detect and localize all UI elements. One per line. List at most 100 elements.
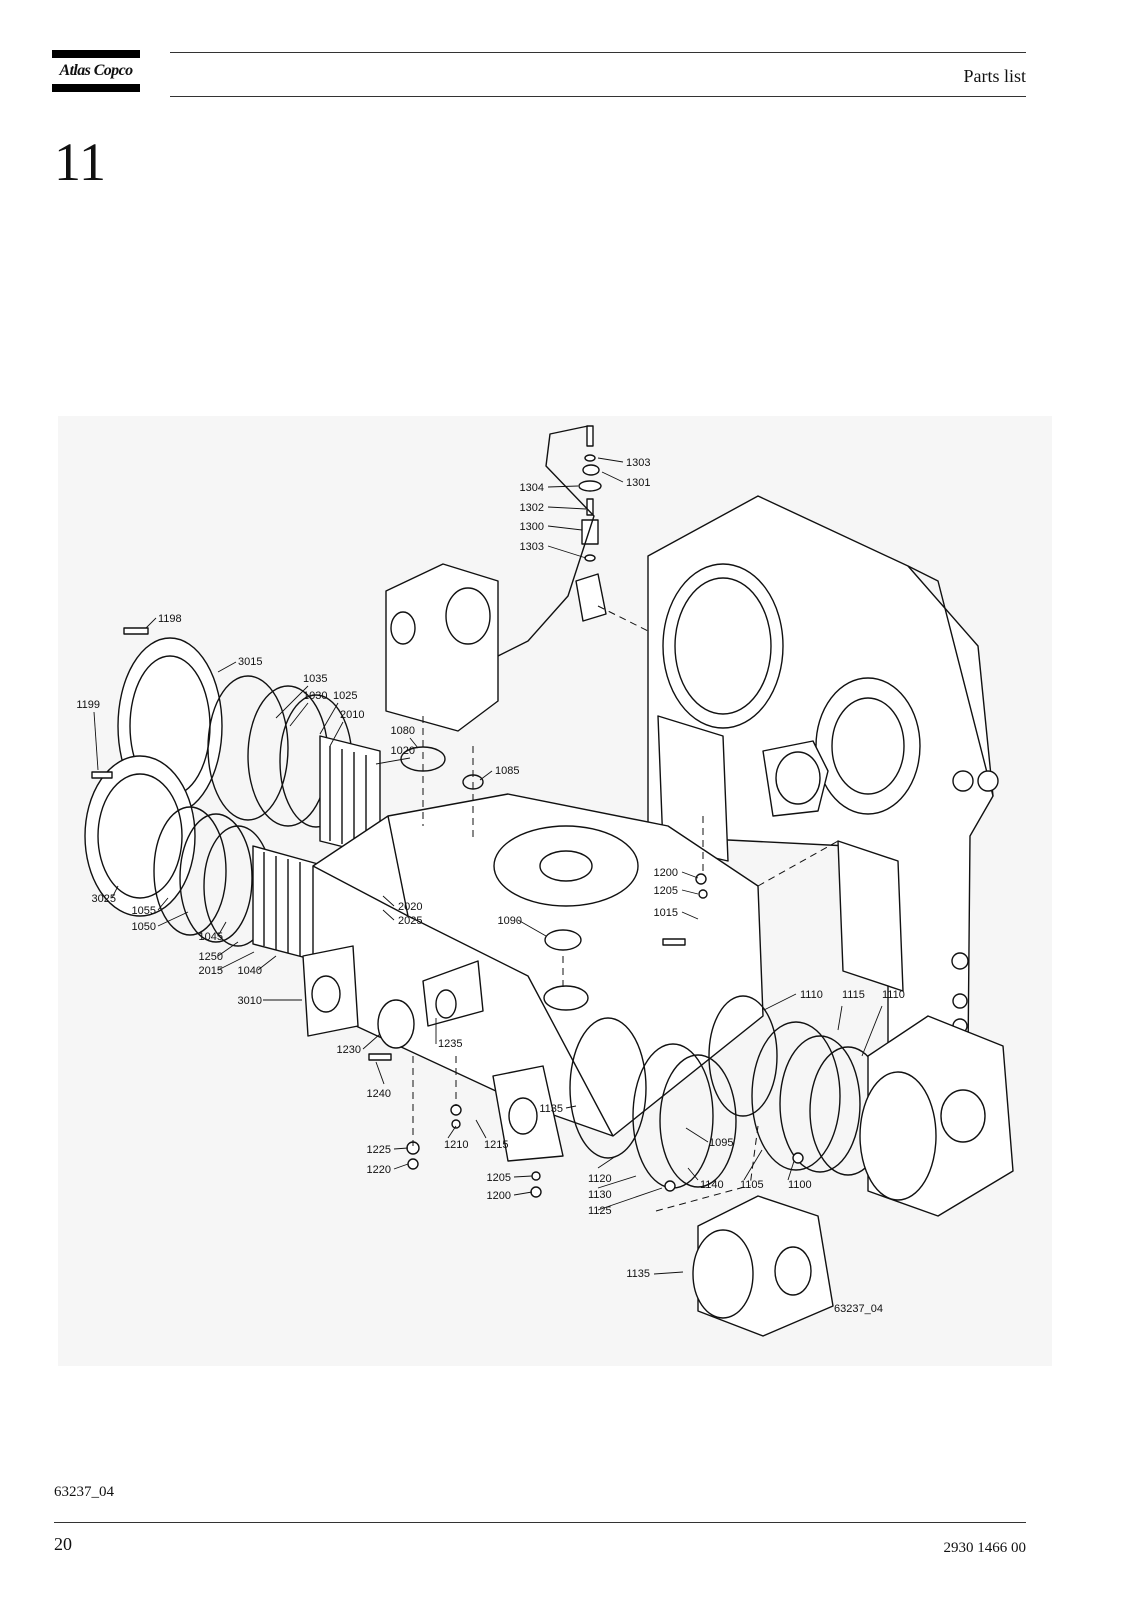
callout-leader-1205: [513, 1175, 533, 1178]
callout-1200: 1200: [487, 1190, 511, 1202]
callout-1095: 1095: [709, 1137, 733, 1149]
washer-1304: [578, 480, 602, 492]
callout-1230: 1230: [337, 1044, 361, 1056]
callout-1080: 1080: [391, 725, 415, 737]
callout-1250: 1250: [199, 951, 223, 963]
callout-leader-1110: [861, 1005, 883, 1057]
callout-leader-1055: [157, 897, 169, 911]
callout-leader-1230: [362, 1033, 381, 1050]
callout-leader-1198: [145, 617, 157, 629]
sensor-block: [575, 573, 607, 622]
logo-bar-bottom: [52, 84, 140, 92]
callout-1135: 1135: [539, 1103, 563, 1115]
callout-2020: 2020: [398, 901, 422, 913]
bolt-1199: [91, 771, 113, 779]
callout-leader-1210: [447, 1125, 457, 1139]
callout-1205: 1205: [487, 1172, 511, 1184]
callout-leader-1205: [681, 889, 699, 895]
fitting-1303: [586, 425, 594, 447]
header-rule-top: [170, 52, 1026, 53]
rotor-2015: [252, 845, 319, 962]
callout-1035: 1035: [303, 673, 327, 685]
callout-3015: 3015: [238, 656, 262, 668]
exploded-view-drawing: 1303130113041302130013031198301511991035…: [76, 425, 1014, 1337]
ring-1135-upper: [569, 1017, 647, 1159]
callout-leader-1135: [653, 1271, 684, 1275]
callout-1050: 1050: [132, 921, 156, 933]
callout-1125: 1125: [588, 1205, 612, 1217]
callout-leader-1303: [597, 457, 624, 463]
callout-1240: 1240: [367, 1088, 391, 1100]
ring-1035: [207, 675, 289, 821]
callout-leader-1199: [93, 711, 99, 771]
callout-1301: 1301: [626, 477, 650, 489]
callout-1215: 1215: [484, 1139, 508, 1151]
figure-id-label: 63237_04: [834, 1303, 883, 1315]
callout-1225: 1225: [367, 1144, 391, 1156]
bolt-1240: [368, 1053, 392, 1061]
callout-leader-1303: [547, 545, 587, 559]
callout-1020: 1020: [391, 745, 415, 757]
callout-1235: 1235: [438, 1038, 462, 1050]
callout-leader-1220: [393, 1163, 409, 1170]
callout-leader-1105: [743, 1149, 763, 1181]
callout-1220: 1220: [367, 1164, 391, 1176]
callout-leader-1120: [597, 1155, 617, 1169]
callout-1302: 1302: [520, 502, 544, 514]
page-number: 20: [54, 1534, 72, 1554]
callout-leader-2015: [217, 951, 255, 971]
bolt-1198: [123, 627, 149, 635]
callout-1110: 1110: [882, 989, 905, 1001]
bolt-1015: [662, 938, 686, 946]
casing-inspection-cover: [657, 715, 729, 862]
callout-leader-3025: [111, 885, 119, 899]
logo-wordmark: Atlas Copco: [59, 62, 134, 79]
callout-leader-1200: [513, 1191, 533, 1196]
callout-leader-1110: [763, 993, 797, 1011]
callout-1015: 1015: [654, 907, 678, 919]
document-number: 2930 1466 00: [943, 1540, 1027, 1556]
figure-reference: 63237_04: [54, 1484, 114, 1500]
callout-leader-1080: [409, 737, 419, 749]
callout-1090: 1090: [498, 915, 522, 927]
callout-1303: 1303: [626, 457, 650, 469]
sensor-1300: [581, 519, 599, 545]
callout-leader-1301: [601, 471, 624, 483]
callout-leader-1215: [475, 1119, 487, 1139]
callout-1030: 1030: [303, 690, 327, 702]
callout-1304: 1304: [520, 482, 544, 494]
cover-1230: [377, 999, 415, 1049]
callout-leader-1200: [681, 871, 699, 879]
footer-rule: [54, 1522, 1026, 1523]
callout-1198: 1198: [158, 613, 182, 625]
callout-leader-1035: [275, 685, 309, 719]
callout-1303: 1303: [520, 541, 544, 553]
callout-1140: 1140: [700, 1179, 724, 1191]
callout-3010: 3010: [238, 995, 262, 1007]
callout-1045: 1045: [199, 931, 223, 943]
callout-leader-1300: [547, 525, 583, 531]
section-title: Parts list: [963, 66, 1026, 86]
callout-leader-1115: [837, 1005, 843, 1031]
callout-leader-1125: [597, 1187, 663, 1211]
callout-1130: 1130: [588, 1189, 612, 1201]
ring-1110-left: [708, 995, 778, 1117]
callout-1200: 1200: [654, 867, 678, 879]
callout-1199: 1199: [76, 699, 100, 711]
callout-leader-1085: [479, 770, 493, 781]
callout-leader-1100: [787, 1160, 795, 1181]
callout-leader-3015: [217, 661, 237, 673]
callout-leader-2010: [329, 721, 344, 747]
callout-leader-1050: [157, 911, 189, 927]
callout-leader-1040: [257, 955, 277, 971]
separator-housing: [385, 563, 499, 732]
callout-1100: 1100: [788, 1179, 812, 1191]
callout-1040: 1040: [238, 965, 262, 977]
callout-1055: 1055: [132, 905, 156, 917]
callout-1105: 1105: [740, 1179, 764, 1191]
logo-bar-top: [52, 50, 140, 58]
callout-leader-1030: [289, 702, 309, 727]
callout-leader-1225: [393, 1147, 409, 1150]
callout-2015: 2015: [199, 965, 223, 977]
